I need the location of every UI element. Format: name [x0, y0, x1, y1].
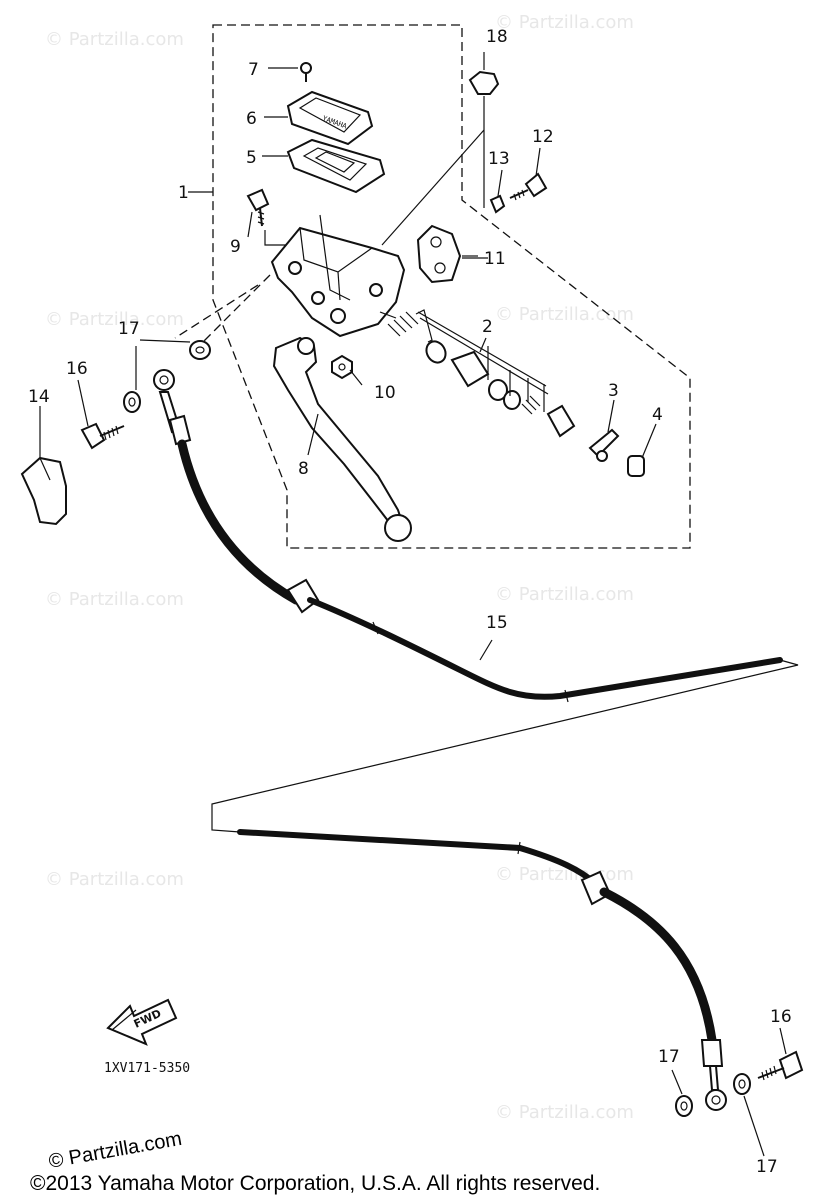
- callout-15: 15: [486, 613, 508, 633]
- clamp-part-11: [416, 224, 488, 284]
- bleed-cap-part-4: [627, 455, 645, 477]
- bleed-screw-part-3: [588, 428, 620, 462]
- banjo-bolt-part-16-upper: [80, 422, 125, 450]
- screw-part-12: [509, 172, 548, 201]
- callout-16-upper: 16: [66, 359, 88, 379]
- screw-part-7: [268, 62, 312, 82]
- callout-13: 13: [488, 149, 510, 169]
- callout-labels: 1 2 3 4 5 6 7 8 9 10 11 12 13 14 15 16 1…: [28, 27, 792, 1177]
- callout-4: 4: [652, 405, 663, 425]
- watermark: © Partzilla.com: [495, 584, 634, 605]
- watermark: © Partzilla.com: [495, 1102, 634, 1123]
- callout-11: 11: [484, 249, 506, 269]
- leader-lines: [39, 52, 787, 1157]
- protector-part-14: [20, 456, 67, 526]
- watermark: © Partzilla.com: [495, 304, 634, 325]
- copyright-notice: ©2013 Yamaha Motor Corporation, U.S.A. A…: [30, 1172, 600, 1195]
- master-cylinder-body-part-1: [270, 214, 406, 338]
- callout-12: 12: [532, 127, 554, 147]
- washer-part-17-left: [123, 391, 141, 413]
- callout-2: 2: [482, 317, 493, 337]
- callout-18: 18: [486, 27, 508, 47]
- callout-16-lower: 16: [770, 1007, 792, 1027]
- callout-7: 7: [248, 60, 259, 80]
- bolt-part-9: [246, 188, 320, 246]
- washer-part-17-upper: [135, 339, 211, 390]
- diaphragm-part-5: [262, 138, 386, 194]
- callout-14: 14: [28, 387, 50, 407]
- callout-6: 6: [246, 109, 257, 129]
- assembly-boundary: [212, 24, 691, 549]
- piston-kit-part-2: [387, 309, 576, 438]
- callout-17-upper: 17: [118, 319, 140, 339]
- washer-part-13: [489, 194, 506, 214]
- cap-part-18: [381, 70, 500, 246]
- leader-dashed-hose: [174, 284, 259, 339]
- partzilla-brand: © Partzilla.com: [47, 1128, 184, 1173]
- brake-hose-part-15-upper: [153, 369, 783, 703]
- watermark: © Partzilla.com: [495, 12, 634, 33]
- watermark-layer: © Partzilla.com © Partzilla.com © Partzi…: [45, 12, 634, 1123]
- callout-1: 1: [178, 183, 189, 203]
- washer-part-17-lower-left: [675, 1095, 693, 1117]
- callout-17-lower-right: 17: [756, 1157, 778, 1177]
- leader-dashed-17: [199, 274, 271, 346]
- callout-9: 9: [230, 237, 241, 257]
- brake-hose-part-15-lower: [237, 829, 727, 1111]
- callout-8: 8: [298, 459, 309, 479]
- callout-17-lower-left: 17: [658, 1047, 680, 1067]
- watermark: © Partzilla.com: [45, 589, 184, 610]
- banjo-bolt-part-16-lower: [757, 1050, 804, 1081]
- watermark: © Partzilla.com: [45, 29, 184, 50]
- lever-part-8: [272, 336, 412, 542]
- watermark: © Partzilla.com: [45, 309, 184, 330]
- callout-3: 3: [608, 381, 619, 401]
- reservoir-cap-part-6: YAMAHA: [264, 90, 374, 146]
- nut-part-10: [331, 354, 353, 380]
- part-code: 1XV171-5350: [104, 1061, 190, 1076]
- fwd-arrow-icon: FWD: [106, 998, 178, 1046]
- callout-5: 5: [246, 148, 257, 168]
- washer-part-17-lower-right: [733, 1073, 751, 1095]
- watermark: © Partzilla.com: [45, 869, 184, 890]
- callout-10: 10: [374, 383, 396, 403]
- break-line: [211, 659, 799, 833]
